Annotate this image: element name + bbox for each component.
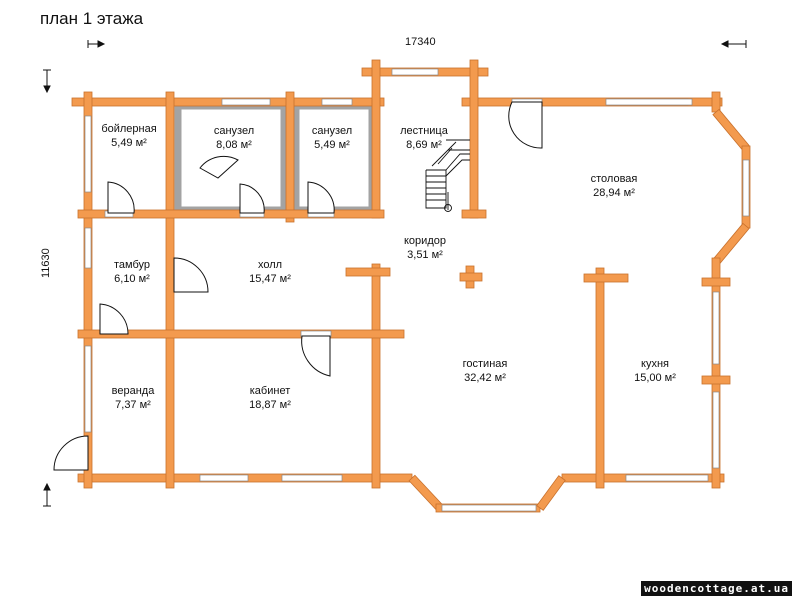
room-boiler: бойлерная 5,49 м²	[74, 122, 184, 150]
arrow-down-icon	[43, 85, 51, 94]
door-stairs	[508, 101, 543, 149]
wall-interior-c	[371, 263, 381, 489]
room-veranda: веранда 7,37 м²	[78, 384, 188, 412]
wall-stub-kitchen	[583, 273, 629, 283]
arrow-up-icon	[43, 482, 51, 491]
room-dining: столовая 28,94 м²	[559, 172, 669, 200]
door-boiler	[107, 181, 135, 214]
wall-right-bottom	[711, 257, 721, 489]
room-area: 3,51 м²	[407, 249, 443, 261]
door-study	[301, 335, 331, 377]
wet-room-walls	[174, 102, 376, 214]
room-name: лестница	[400, 125, 448, 137]
room-corridor: коридор 3,51 м²	[370, 234, 480, 262]
door-bath2	[307, 181, 335, 214]
door-hall	[173, 257, 209, 293]
room-area: 6,10 м²	[114, 273, 150, 285]
room-name: тамбур	[113, 259, 151, 271]
wall-top-right	[461, 97, 723, 107]
wall-stub-right-mid	[701, 375, 731, 385]
door-vestibule	[99, 303, 129, 335]
room-area: 18,87 м²	[249, 399, 291, 411]
post-corridor-h	[459, 272, 483, 282]
room-name: коридор	[404, 235, 446, 247]
window	[221, 98, 271, 106]
page-title: план 1 этажа	[40, 9, 144, 28]
window	[712, 291, 720, 365]
window	[712, 391, 720, 469]
room-name: веранда	[111, 385, 155, 397]
room-kitchen: кухня 15,00 м²	[600, 357, 710, 385]
room-area: 5,49 м²	[314, 139, 350, 151]
wall-rooms-bottom	[77, 209, 385, 219]
window	[281, 474, 343, 482]
window	[391, 68, 439, 76]
room-name: кабинет	[249, 385, 291, 397]
staircase	[425, 139, 470, 212]
window	[441, 504, 537, 512]
window	[742, 159, 750, 217]
room-vestibule: тамбур 6,10 м²	[77, 258, 187, 286]
window	[605, 98, 693, 106]
room-area: 32,42 м²	[464, 372, 506, 384]
wall-left	[83, 91, 93, 489]
room-name: холл	[257, 259, 283, 271]
room-bath-1: санузел 8,08 м²	[179, 124, 289, 152]
window	[321, 98, 353, 106]
window	[84, 115, 92, 193]
wall-dining-bay-top	[712, 108, 750, 152]
room-living: гостиная 32,42 м²	[430, 357, 540, 385]
window	[84, 345, 92, 433]
wall-right-top	[711, 91, 721, 113]
room-area: 15,00 м²	[634, 372, 676, 384]
doors	[53, 101, 543, 471]
room-name: бойлерная	[101, 123, 157, 135]
room-name: столовая	[590, 173, 638, 185]
room-name: гостиная	[462, 358, 508, 370]
watermark: woodencottage.at.ua	[641, 581, 792, 596]
room-area: 15,47 м²	[249, 273, 291, 285]
room-stairs: лестница 8,69 м²	[369, 124, 479, 152]
door-veranda	[53, 435, 89, 471]
window	[199, 474, 249, 482]
room-name: кухня	[641, 358, 669, 370]
wall-interior-b	[285, 91, 295, 223]
wall-living-bay-right	[536, 475, 566, 511]
door-bath1-inner	[199, 155, 239, 179]
room-name: санузел	[311, 125, 353, 137]
door-bath1	[239, 183, 265, 214]
wall-interior-a	[165, 91, 175, 489]
room-area: 7,37 м²	[115, 399, 151, 411]
dimension-lines	[43, 40, 747, 507]
room-area: 8,69 м²	[406, 139, 442, 151]
room-study: кабинет 18,87 м²	[215, 384, 325, 412]
room-name: санузел	[213, 125, 255, 137]
overall-width-label: 17340	[405, 36, 436, 48]
wall-mid	[77, 329, 405, 339]
arrow-right-icon	[97, 40, 106, 48]
window	[84, 227, 92, 269]
room-bath-2: санузел 5,49 м²	[277, 124, 387, 152]
wall-interior-d	[595, 267, 605, 489]
room-hall: холл 15,47 м²	[215, 258, 325, 286]
room-area: 5,49 м²	[111, 137, 147, 149]
window	[625, 474, 709, 482]
room-area: 8,08 м²	[216, 139, 252, 151]
overall-height-label: 11630	[40, 248, 52, 278]
wall-stair-bottom	[461, 209, 487, 219]
room-area: 28,94 м²	[593, 187, 635, 199]
wall-stub-right	[701, 277, 731, 287]
arrow-left-icon	[720, 40, 729, 48]
wall-stub-hall	[345, 267, 391, 277]
